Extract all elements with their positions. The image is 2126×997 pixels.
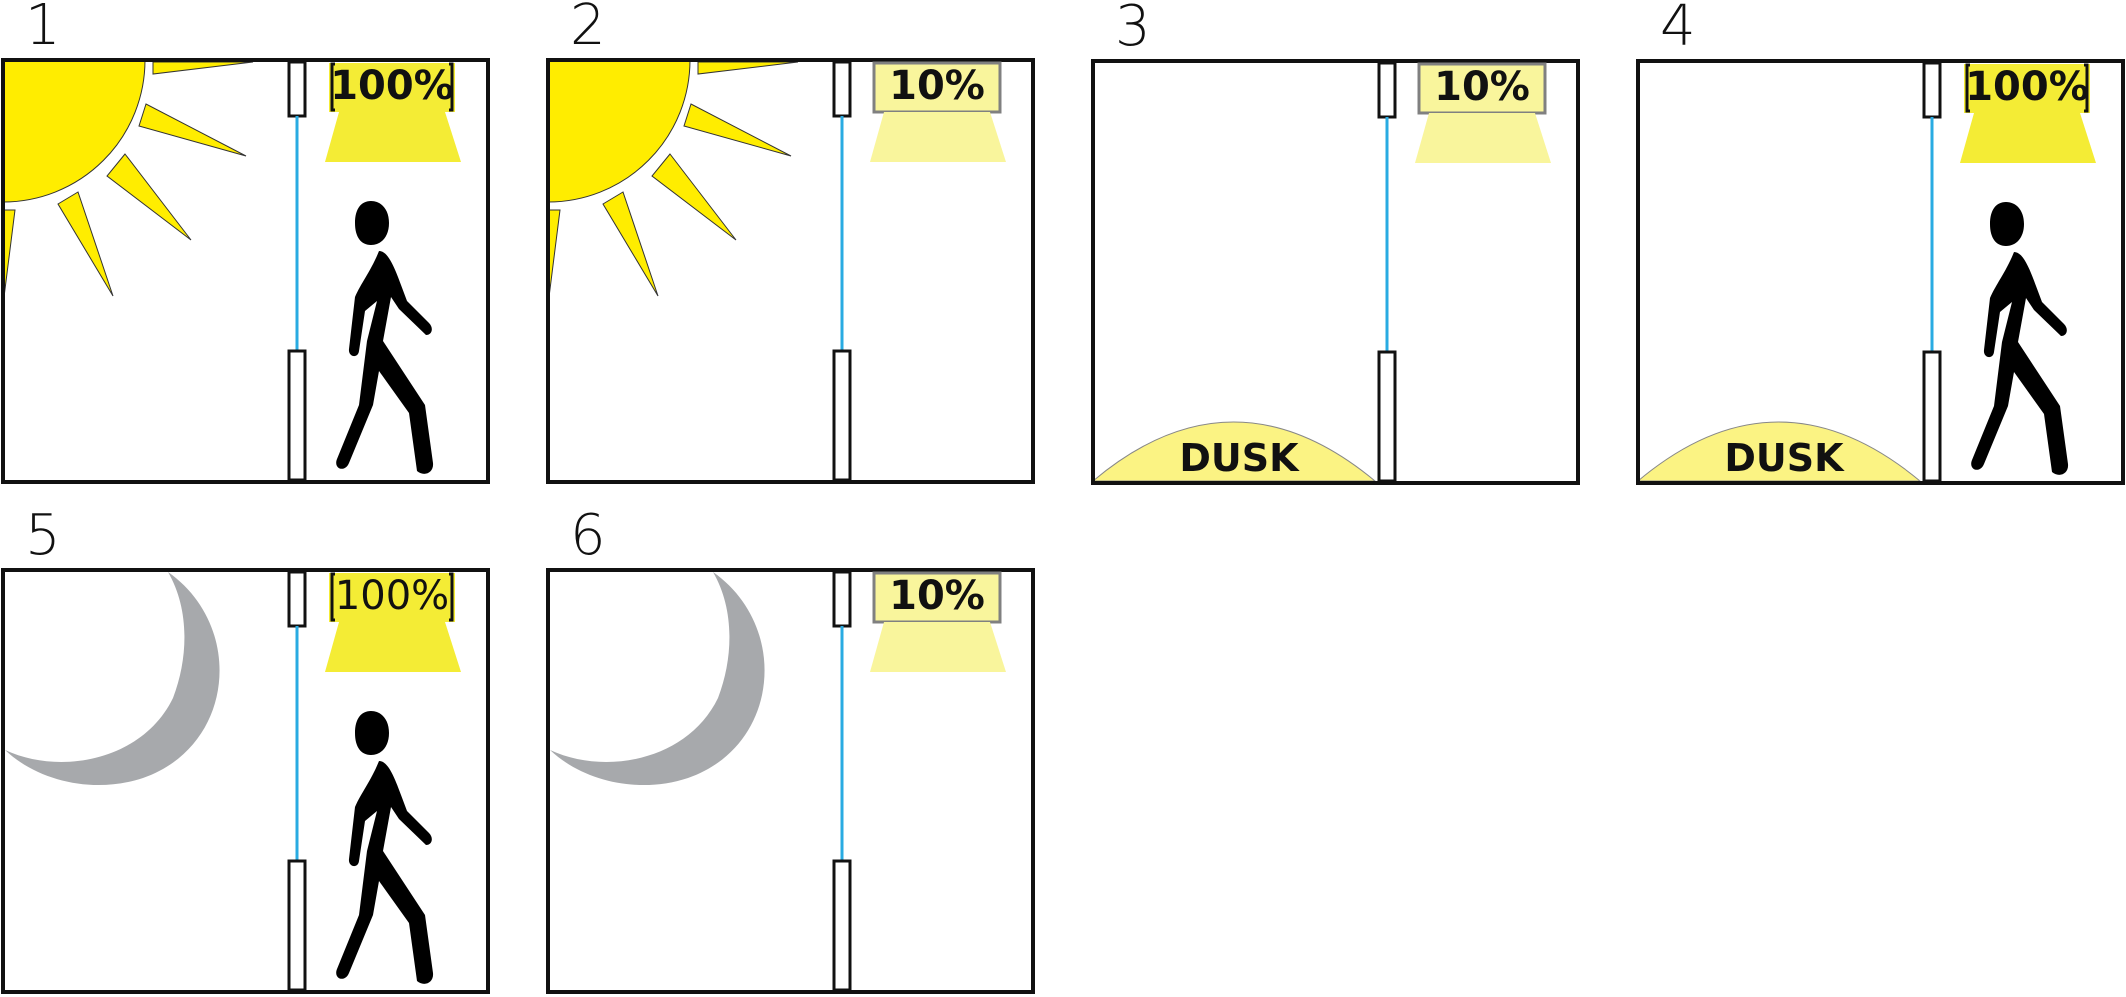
person-icon — [336, 711, 434, 984]
light-level-label: 100% — [335, 573, 449, 619]
sun-ray — [548, 209, 561, 306]
light-level-label: 10% — [889, 63, 985, 109]
panel-frame — [1, 58, 490, 484]
scenario-panel-5: 5 100% — [1, 503, 490, 994]
light-beam — [325, 112, 461, 162]
fixture-bracket-right — [2084, 63, 2089, 113]
sun-group — [548, 60, 799, 306]
sun-group — [3, 60, 254, 306]
light-fixture — [329, 63, 455, 112]
panel-frame — [546, 568, 1035, 994]
sun-ray — [683, 103, 792, 157]
dusk-label: DUSK — [1179, 436, 1300, 480]
moon-icon — [550, 572, 765, 786]
sun-icon — [548, 60, 691, 203]
scenario-panel-2: 2 10% — [546, 0, 1035, 484]
scenario-number: 1 — [25, 0, 61, 58]
fixture-bracket-right — [449, 62, 454, 112]
sun-ray — [651, 153, 737, 241]
dusk-glow — [1093, 421, 1377, 482]
panel-frame — [546, 58, 1035, 484]
window-mullion-bottom — [1922, 350, 1942, 483]
light-beam — [325, 622, 461, 672]
light-fixture — [872, 571, 1002, 624]
fixture-bracket-left — [330, 62, 335, 112]
luminaire: 10% — [1415, 62, 1551, 163]
light-beam — [1960, 113, 2096, 163]
light-level-label: 100% — [1965, 64, 2089, 110]
light-beam — [870, 112, 1006, 162]
scenario-panel-1: 1 100% — [1, 0, 490, 484]
fixture-bracket-left — [1965, 63, 1970, 113]
luminaire: 100% — [325, 62, 461, 162]
sun-ray — [602, 191, 659, 297]
scenario-number: 5 — [25, 503, 61, 568]
dusk-group: DUSK — [1093, 421, 1377, 482]
moon-icon — [5, 572, 220, 786]
window-mullion-bottom — [287, 349, 307, 482]
luminaire: 10% — [870, 61, 1006, 162]
window-mullion-bottom — [287, 859, 307, 992]
light-fixture — [1417, 62, 1547, 115]
scenario-panel-6: 6 10% — [546, 503, 1035, 994]
sun-ray — [152, 61, 254, 75]
light-beam — [1415, 113, 1551, 163]
light-fixture — [1964, 64, 2090, 113]
window-mullion-top — [1922, 61, 1942, 119]
light-level-label: 10% — [889, 573, 985, 619]
scenario-number: 2 — [570, 0, 606, 58]
window-mullion-top — [287, 60, 307, 118]
scenario-number: 4 — [1660, 0, 1696, 59]
light-beam — [870, 622, 1006, 672]
sun-icon — [3, 60, 146, 203]
sun-ray — [138, 103, 247, 157]
sun-ray — [106, 153, 192, 241]
scenario-number: 3 — [1115, 0, 1151, 59]
window-mullion-top — [832, 570, 852, 628]
sun-ray — [57, 191, 114, 297]
luminaire: 10% — [870, 571, 1006, 672]
person-icon — [1971, 202, 2069, 475]
fixture-bracket-right — [449, 572, 454, 622]
light-level-label: 100% — [330, 63, 454, 109]
window-mullion-bottom — [832, 859, 852, 992]
window-mullion-bottom — [832, 349, 852, 482]
sun-ray — [697, 61, 799, 75]
sun-ray — [3, 209, 16, 306]
window-mullion-top — [287, 570, 307, 628]
window-mullion-bottom — [1377, 350, 1397, 483]
luminaire: 100% — [1960, 63, 2096, 163]
luminaire: 100% — [325, 572, 461, 672]
moon-group — [550, 572, 765, 786]
dusk-group: DUSK — [1638, 421, 1922, 482]
light-fixture — [872, 61, 1002, 114]
light-fixture — [329, 573, 455, 622]
panel-frame — [1636, 59, 2125, 485]
panel-frame — [1, 568, 490, 994]
light-level-label: 10% — [1434, 64, 1530, 110]
dusk-glow — [1638, 421, 1922, 482]
window-mullion-top — [832, 60, 852, 118]
person-icon — [336, 201, 434, 474]
panel-frame — [1091, 59, 1580, 485]
window-mullion-top — [1377, 61, 1397, 119]
scenario-number: 6 — [570, 503, 606, 568]
fixture-bracket-left — [330, 572, 335, 622]
dusk-label: DUSK — [1724, 436, 1845, 480]
moon-group — [5, 572, 220, 786]
